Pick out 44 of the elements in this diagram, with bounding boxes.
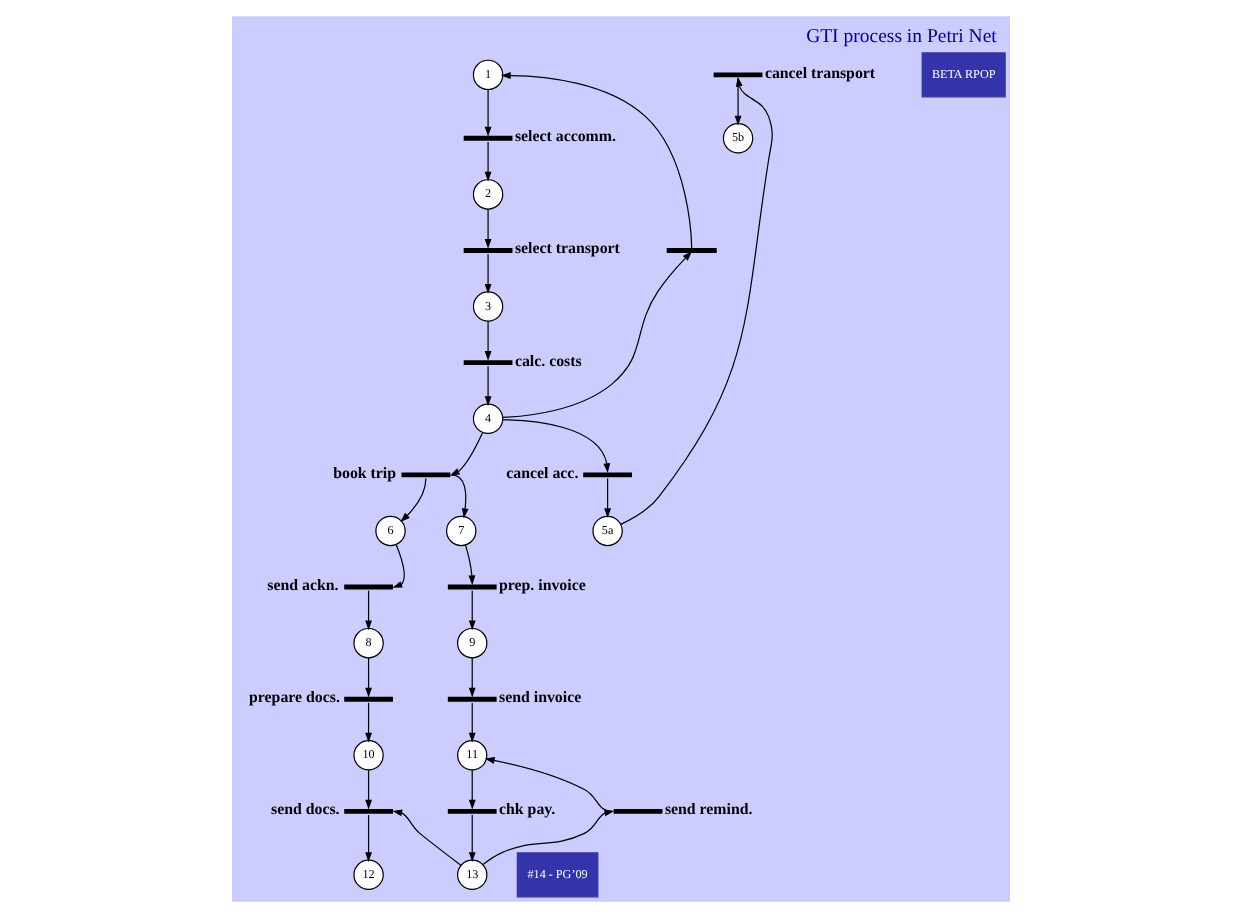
arrow [468,814,476,862]
arrow [400,477,427,523]
arrow [468,702,476,743]
arrow [484,88,492,137]
arrow [484,320,492,361]
node-bar [344,696,393,702]
node-bar [666,248,717,253]
node-bar [583,472,632,478]
arrow [468,657,476,698]
arrow [450,474,469,519]
node-bar [713,72,763,78]
arrow [468,769,476,810]
arrow [502,251,693,418]
arrow [484,141,492,182]
arrow [392,544,405,588]
arrow [734,77,742,126]
node-bar [344,809,393,814]
arrow [482,809,615,866]
arrow [449,432,484,476]
arrow [484,253,492,294]
arrow [365,814,372,862]
node-bar [447,696,497,702]
node-bar [463,135,513,141]
node-bar [613,809,663,814]
arrow [502,419,611,474]
arrow [484,365,492,406]
node-bar [463,360,513,366]
node-bar [447,809,497,814]
arrow [465,544,476,586]
arrow [620,76,773,525]
arrow [365,657,372,698]
arrow [484,208,492,249]
node-bar [447,584,497,590]
arrow [365,769,372,810]
node-bar [344,584,393,590]
arrow [365,702,372,743]
arrow [468,590,476,631]
diagram-title: GTI process in Petri Net [806,25,997,48]
arrow [500,72,693,249]
node-bar [401,472,451,478]
arrow [365,590,372,631]
arrow [604,477,611,519]
arrow [392,809,462,866]
node-bar [463,248,513,253]
